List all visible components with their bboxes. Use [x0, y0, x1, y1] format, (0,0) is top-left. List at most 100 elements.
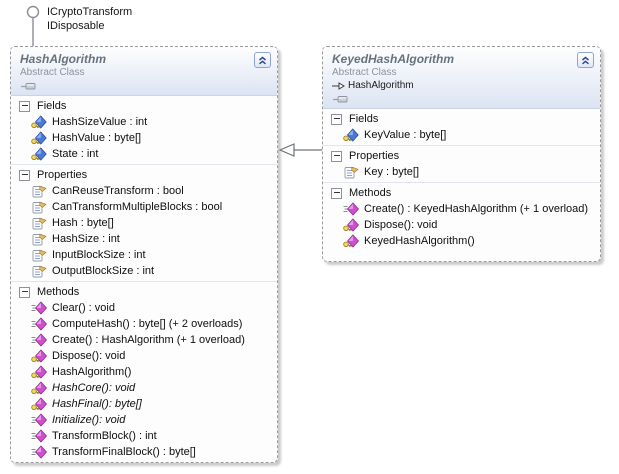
- member-row[interactable]: ComputeHash() : byte[] (+ 2 overloads): [11, 316, 277, 332]
- property-icon: [31, 248, 47, 262]
- section-label: Fields: [37, 100, 67, 112]
- member-row[interactable]: TransformFinalBlock() : byte[]: [11, 444, 277, 460]
- public-method-icon: [31, 413, 47, 427]
- member-row[interactable]: InputBlockSize : int: [11, 247, 277, 263]
- collapse-section-icon[interactable]: [331, 187, 342, 199]
- protected-method-icon: [343, 218, 359, 232]
- section-header-methods: Methods: [323, 184, 600, 201]
- member-label: HashCore(): void: [52, 382, 136, 394]
- member-row[interactable]: HashSize : int: [11, 231, 277, 247]
- inherits-arrow-icon: [332, 81, 345, 90]
- member-label: HashAlgorithm(): [52, 366, 132, 378]
- member-row[interactable]: CanReuseTransform : bool: [11, 183, 277, 199]
- member-label: HashFinal(): byte[]: [52, 398, 142, 410]
- member-label: ComputeHash() : byte[] (+ 2 overloads): [52, 318, 243, 330]
- member-row[interactable]: Hash : byte[]: [11, 215, 277, 231]
- public-method-icon: [31, 317, 47, 331]
- inheritance-connector[interactable]: [278, 143, 322, 157]
- member-row[interactable]: Create() : HashAlgorithm (+ 1 overload): [11, 332, 277, 348]
- member-label: CanTransformMultipleBlocks : bool: [52, 201, 223, 213]
- collapse-section-icon[interactable]: [331, 113, 342, 125]
- lollipop-interface-labels: ICryptoTransform IDisposable: [47, 5, 132, 33]
- public-method-icon: [31, 445, 47, 459]
- interface-label: ICryptoTransform: [47, 6, 133, 18]
- member-label: Create() : HashAlgorithm (+ 1 overload): [52, 334, 245, 346]
- member-label: TransformBlock() : int: [52, 430, 157, 442]
- class-header: KeyedHashAlgorithm Abstract Class HashAl…: [323, 47, 600, 109]
- member-label: Hash : byte[]: [52, 217, 114, 229]
- member-row[interactable]: State : int: [11, 146, 277, 162]
- protected-method-icon: [31, 397, 47, 411]
- member-row[interactable]: Key : byte[]: [323, 164, 600, 180]
- property-icon: [343, 165, 359, 179]
- protected-method-icon: [343, 234, 359, 248]
- collapse-class-button[interactable]: [254, 52, 271, 68]
- member-row[interactable]: HashFinal(): byte[]: [11, 396, 277, 412]
- collapse-section-icon[interactable]: [19, 286, 30, 298]
- section-label: Methods: [349, 187, 392, 199]
- section-label: Properties: [37, 169, 88, 181]
- member-label: Initialize(): void: [52, 414, 126, 426]
- public-method-icon: [31, 333, 47, 347]
- property-icon: [31, 232, 47, 246]
- member-row[interactable]: Dispose(): void: [11, 348, 277, 364]
- base-class-name: HashAlgorithm: [348, 80, 414, 91]
- member-row[interactable]: OutputBlockSize : int: [11, 263, 277, 279]
- member-label: HashValue : byte[]: [52, 132, 142, 144]
- member-label: Create() : KeyedHashAlgorithm (+ 1 overl…: [364, 203, 589, 215]
- protected-method-icon: [31, 381, 47, 395]
- chevron-up-icon: [581, 56, 590, 65]
- collapse-section-icon[interactable]: [331, 150, 342, 162]
- chevron-up-icon: [258, 56, 267, 65]
- member-label: HashSizeValue : int: [52, 116, 148, 128]
- member-row[interactable]: HashSizeValue : int: [11, 114, 277, 130]
- collapse-class-button[interactable]: [577, 52, 594, 68]
- property-icon: [31, 216, 47, 230]
- collapse-section-icon[interactable]: [19, 100, 30, 112]
- member-label: KeyedHashAlgorithm(): [364, 235, 475, 247]
- member-label: Dispose(): void: [364, 219, 438, 231]
- member-row[interactable]: Dispose(): void: [323, 217, 600, 233]
- property-icon: [31, 200, 47, 214]
- member-row[interactable]: TransformBlock() : int: [11, 428, 277, 444]
- section-header-fields: Fields: [323, 110, 600, 127]
- lollipop-toggle-icon[interactable]: [332, 94, 592, 105]
- member-row[interactable]: Clear() : void: [11, 300, 277, 316]
- section-header-properties: Properties: [323, 147, 600, 164]
- member-row[interactable]: HashCore(): void: [11, 380, 277, 396]
- member-label: CanReuseTransform : bool: [52, 185, 184, 197]
- lollipop-toggle-icon[interactable]: [20, 81, 269, 92]
- protected-method-icon: [31, 365, 47, 379]
- section-label: Methods: [37, 286, 80, 298]
- member-row[interactable]: Initialize(): void: [11, 412, 277, 428]
- interface-lollipop[interactable]: [26, 5, 40, 48]
- member-label: Dispose(): void: [52, 350, 126, 362]
- class-box-keyedhashalgorithm[interactable]: KeyedHashAlgorithm Abstract Class HashAl…: [322, 46, 601, 262]
- member-row[interactable]: HashValue : byte[]: [11, 130, 277, 146]
- member-row[interactable]: Create() : KeyedHashAlgorithm (+ 1 overl…: [323, 201, 600, 217]
- public-method-icon: [31, 429, 47, 443]
- member-label: HashSize : int: [52, 233, 120, 245]
- section-label: Fields: [349, 113, 379, 125]
- section-label: Properties: [349, 150, 400, 162]
- protected-field-icon: [31, 147, 47, 161]
- class-stereotype: Abstract Class: [332, 67, 397, 78]
- member-label: TransformFinalBlock() : byte[]: [52, 446, 196, 458]
- member-row[interactable]: KeyedHashAlgorithm(): [323, 233, 600, 249]
- base-class-link[interactable]: HashAlgorithm: [332, 80, 592, 91]
- class-stereotype: Abstract Class: [20, 67, 85, 78]
- member-row[interactable]: HashAlgorithm(): [11, 364, 277, 380]
- protected-field-icon: [31, 115, 47, 129]
- member-row[interactable]: CanTransformMultipleBlocks : bool: [11, 199, 277, 215]
- protected-method-icon: [31, 349, 47, 363]
- member-row[interactable]: KeyValue : byte[]: [323, 127, 600, 143]
- class-title: HashAlgorithm: [20, 52, 107, 66]
- class-header: HashAlgorithm Abstract Class: [11, 47, 277, 96]
- member-label: Key : byte[]: [364, 166, 420, 178]
- collapse-section-icon[interactable]: [19, 169, 30, 181]
- member-label: State : int: [52, 148, 99, 160]
